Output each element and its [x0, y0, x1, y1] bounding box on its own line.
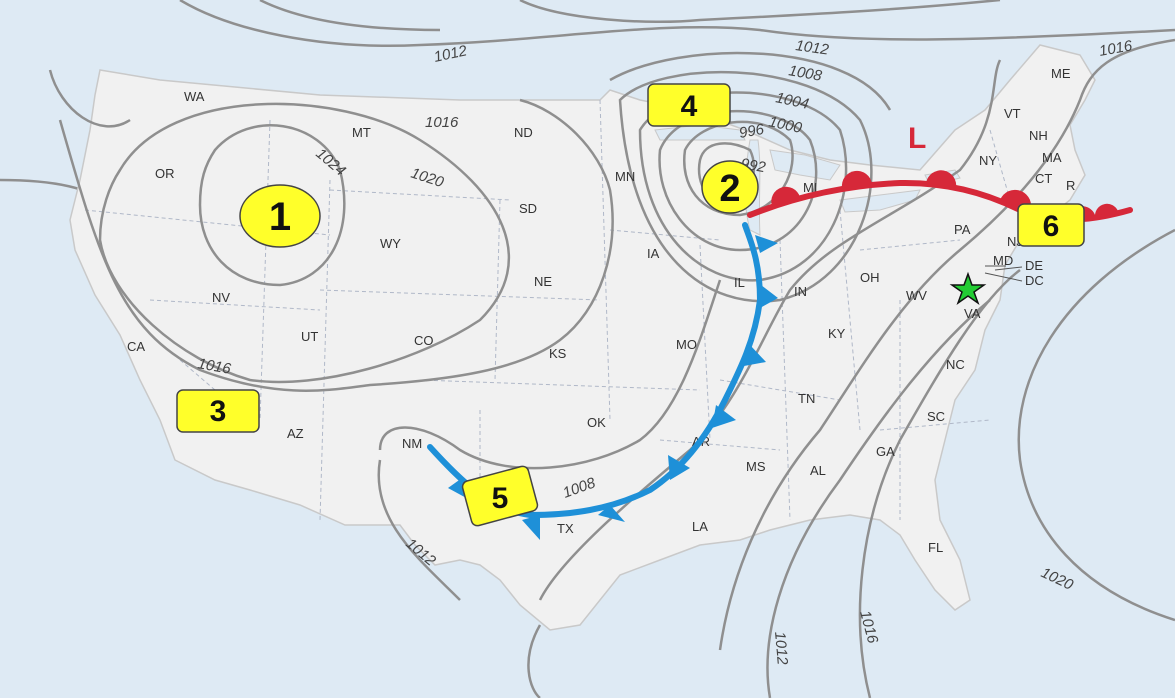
state-label-mi: MI [803, 180, 817, 195]
state-label-ga: GA [876, 444, 895, 459]
state-label-ms: MS [746, 459, 766, 474]
isobar-label: 1004 [774, 89, 810, 113]
state-label-vt: VT [1004, 106, 1021, 121]
state-label-az: AZ [287, 426, 304, 441]
marker-2-label: 2 [719, 168, 740, 210]
state-label-fl: FL [928, 540, 943, 555]
state-label-nd: ND [514, 125, 533, 140]
state-label-ma: MA [1042, 150, 1062, 165]
state-label-ct: CT [1035, 171, 1052, 186]
star-icon[interactable] [949, 271, 987, 305]
isobar-label: 1012 [771, 631, 791, 666]
isobars [48, 38, 1175, 698]
state-label-ny: NY [979, 153, 997, 168]
state-label-nv: NV [212, 290, 230, 305]
state-label-sd: SD [519, 201, 537, 216]
state-label-nc: NC [946, 357, 965, 372]
state-label-wa: WA [184, 89, 205, 104]
marker-1[interactable]: 1 [239, 184, 321, 248]
state-label-md: MD [993, 253, 1013, 268]
state-label-wv: WV [906, 288, 927, 303]
isobar-label: 996 [738, 121, 766, 142]
state-label-oh: OH [860, 270, 880, 285]
isobar-label: 1012 [432, 42, 469, 66]
marker-2[interactable]: 2 [701, 160, 759, 214]
state-label-or: OR [155, 166, 175, 181]
isobar-label: 1012 [794, 37, 830, 59]
state-label-ri: R [1066, 178, 1075, 193]
state-label-ks: KS [549, 346, 567, 361]
state-label-tx: TX [557, 521, 574, 536]
marker-4[interactable]: 4 [647, 83, 731, 127]
isobar-label: 1000 [767, 113, 804, 137]
marker-6-label: 6 [1043, 210, 1060, 243]
state-label-sc: SC [927, 409, 945, 424]
marker-3-label: 3 [210, 395, 227, 428]
state-label-ky: KY [828, 326, 846, 341]
state-label-mn: MN [615, 169, 635, 184]
isobar-label: 1016 [425, 114, 459, 131]
state-label-ok: OK [587, 415, 606, 430]
isobar-label: 1016 [1098, 37, 1134, 60]
state-label-ne: NE [534, 274, 552, 289]
marker-5-label: 5 [492, 482, 509, 515]
isobar-label: 1016 [196, 355, 232, 378]
state-label-de: DE [1025, 258, 1043, 273]
state-label-va: VA [964, 306, 981, 321]
state-label-in: IN [794, 284, 807, 299]
label-leader-lines [984, 265, 1023, 282]
state-label-co: CO [414, 333, 434, 348]
state-label-pa: PA [954, 222, 971, 237]
state-label-wy: WY [380, 236, 401, 251]
marker-3[interactable]: 3 [176, 389, 260, 433]
state-label-dc: DC [1025, 273, 1044, 288]
marker-4-label: 4 [681, 90, 698, 123]
state-label-ia: IA [647, 246, 660, 261]
state-label-mo: MO [676, 337, 697, 352]
state-label-nh: NH [1029, 128, 1048, 143]
state-label-il: IL [734, 275, 745, 290]
state-label-ca: CA [127, 339, 145, 354]
state-label-al: AL [810, 463, 826, 478]
state-label-tn: TN [798, 391, 815, 406]
isobar-label: 1008 [787, 62, 823, 85]
marker-1-label: 1 [269, 195, 291, 239]
state-label-me: ME [1051, 66, 1071, 81]
state-label-ut: UT [301, 329, 318, 344]
marker-5[interactable]: 5 [461, 465, 539, 527]
state-label-la: LA [692, 519, 708, 534]
state-label-mt: MT [352, 125, 371, 140]
marker-6[interactable]: 6 [1017, 203, 1085, 247]
state-label-nm: NM [402, 436, 422, 451]
low-pressure-symbol: L [908, 122, 926, 155]
